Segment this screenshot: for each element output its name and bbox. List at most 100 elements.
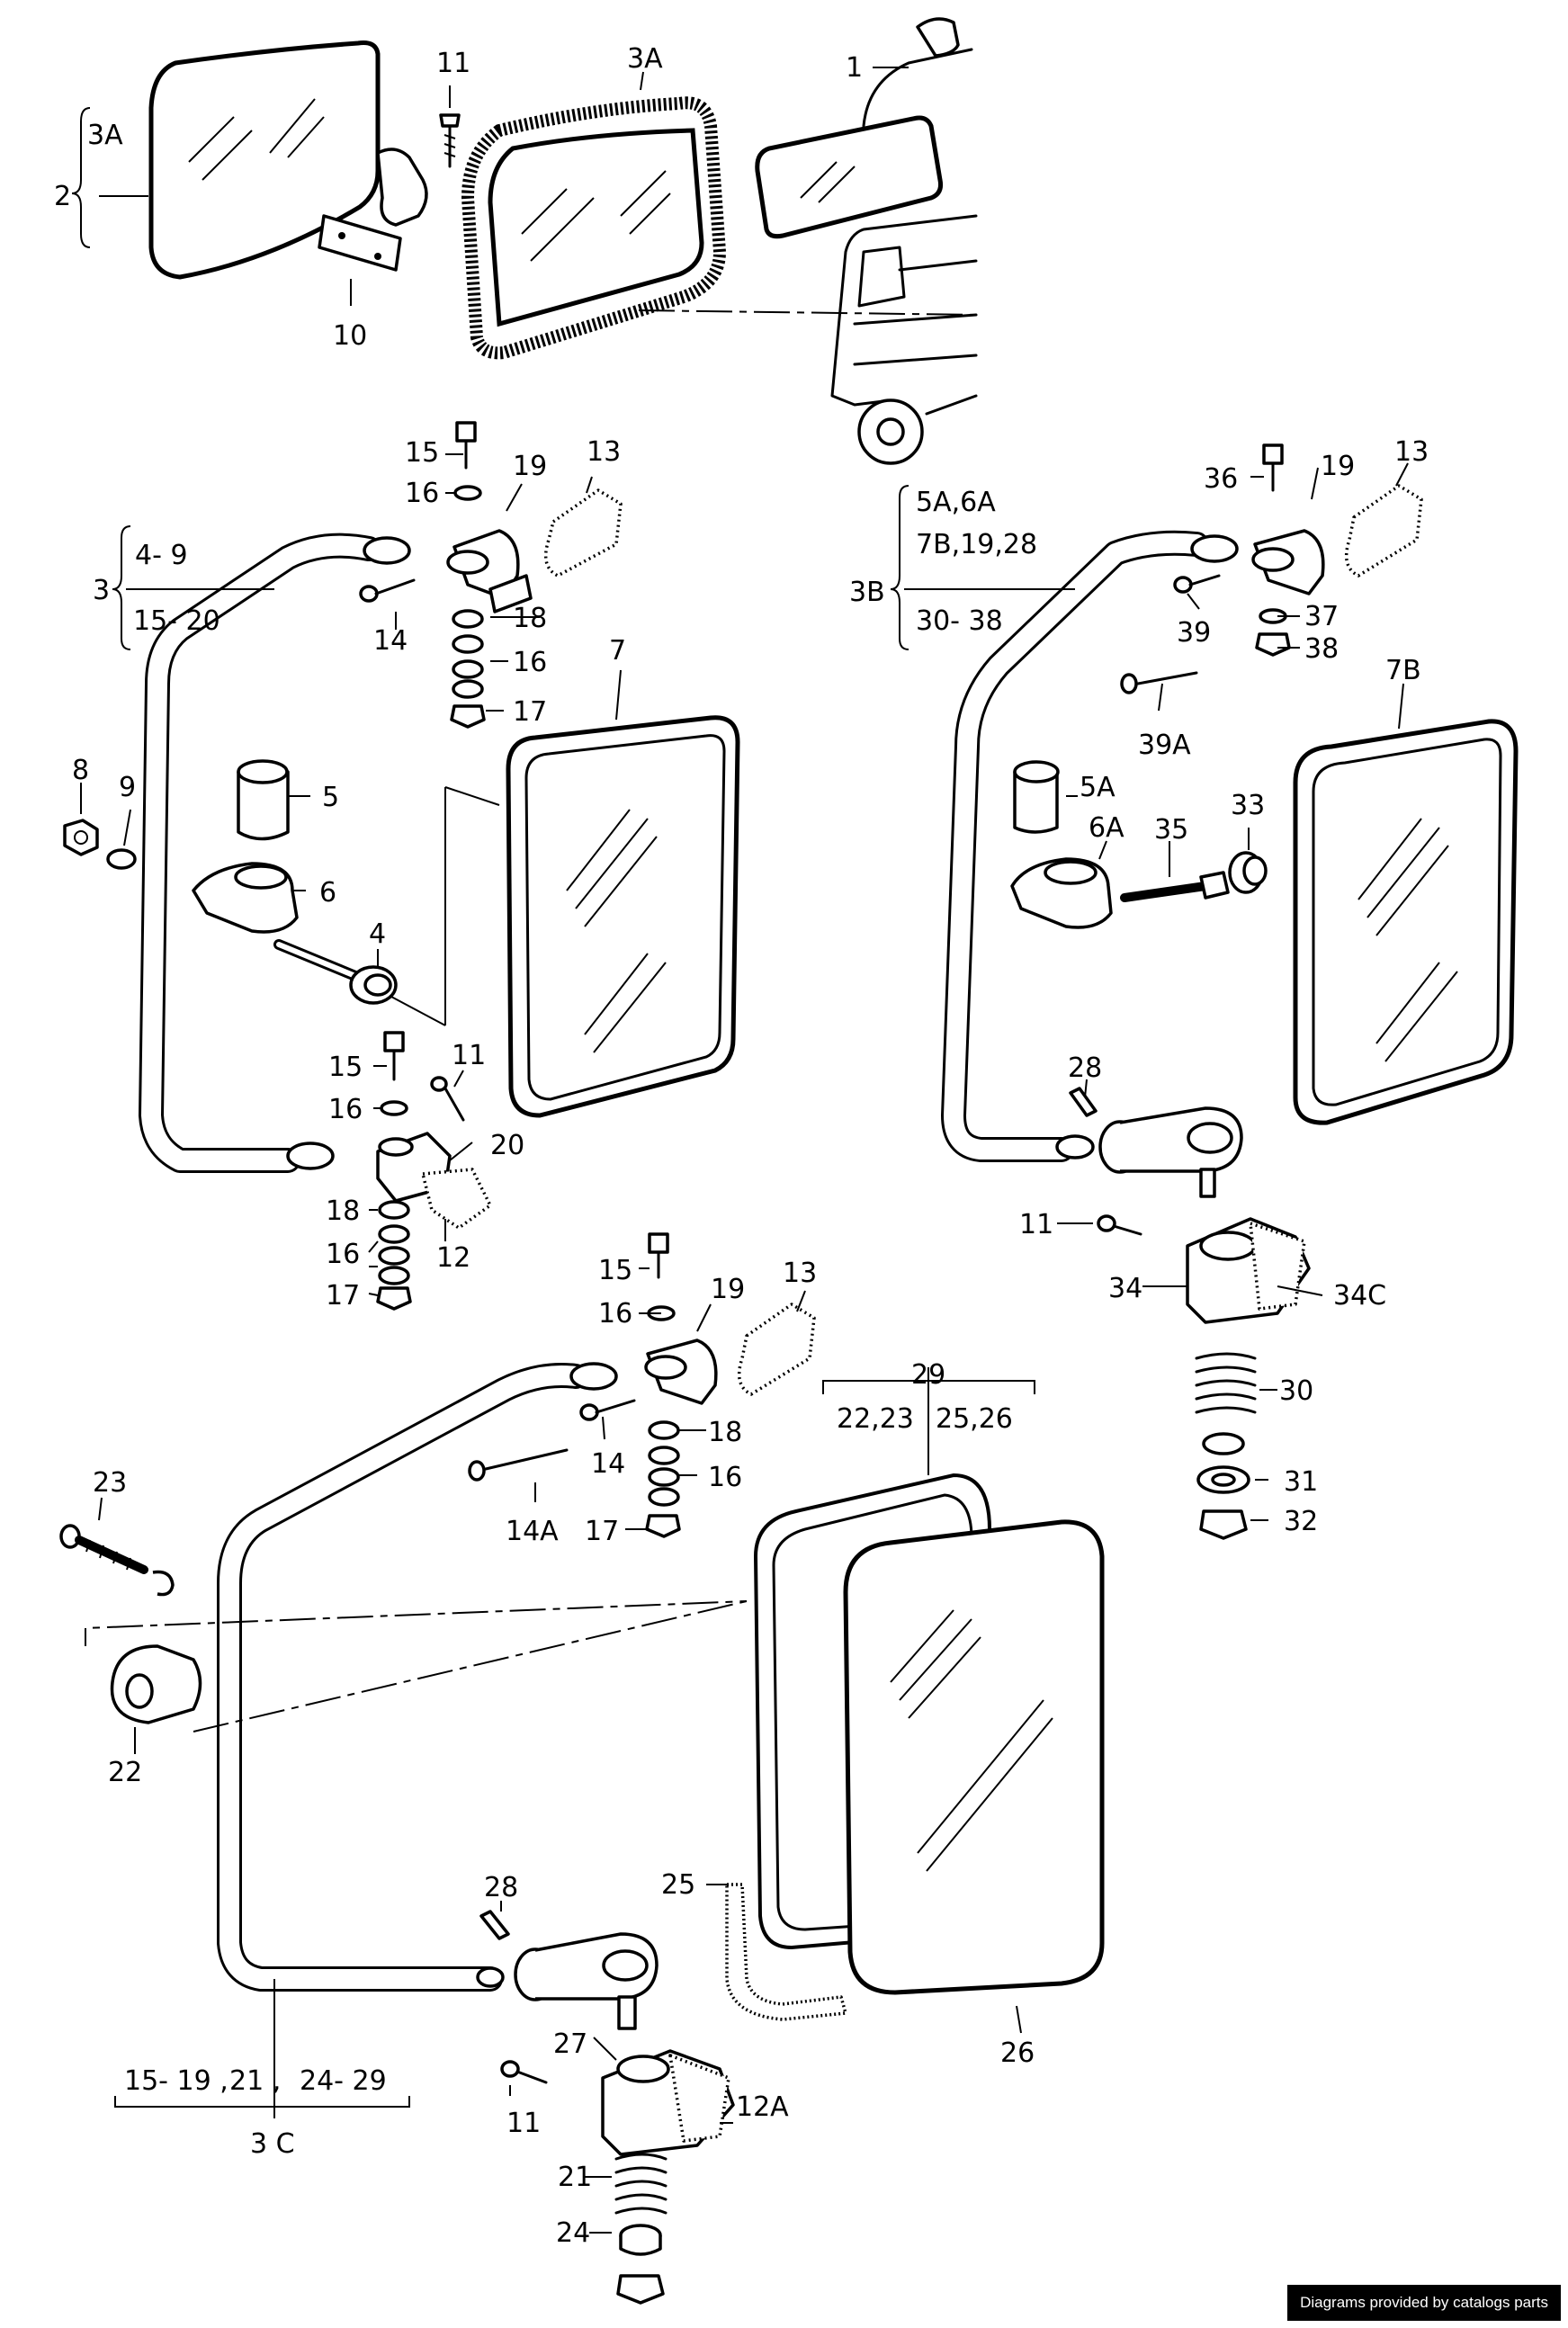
label-3b: 3B [849, 577, 885, 608]
label-29: 29 [911, 1359, 945, 1391]
screw-11-right [1097, 1214, 1142, 1236]
stack-left-lower [376, 1200, 412, 1311]
mirror-arm-3b [941, 530, 1239, 1162]
label-27: 27 [553, 2028, 587, 2060]
screw-11-bottom [500, 2060, 548, 2084]
spring-21 [614, 2153, 668, 2215]
label-19: 19 [711, 1274, 745, 1305]
bolt-15-lower-left [383, 1031, 405, 1081]
label-21: 21 [558, 2162, 592, 2193]
label-14: 14 [373, 625, 408, 657]
label-22-23: 22,23 [837, 1403, 914, 1435]
plate-13-left [543, 488, 623, 578]
mirror-glass-2 [148, 40, 428, 280]
label-11: 11 [1019, 1209, 1053, 1240]
bolt-15-bottom [648, 1232, 669, 1279]
label-12a: 12A [736, 2091, 789, 2123]
label-37: 37 [1304, 601, 1339, 632]
screw-11-top [439, 113, 461, 168]
mirror-seal-3a [461, 96, 727, 360]
label-11: 11 [506, 2108, 541, 2139]
label-23: 23 [93, 1467, 127, 1499]
label-25: 25 [661, 1869, 695, 1901]
label-15: 15 [405, 437, 439, 469]
bushing-5a [1013, 760, 1060, 834]
label-21: 21 , [229, 2065, 281, 2097]
label-19: 19 [1321, 451, 1355, 482]
stack-bottom [645, 1420, 681, 1538]
screw-14-bottom [579, 1399, 636, 1421]
label-8: 8 [72, 755, 89, 786]
mirror-arm-3 [139, 533, 411, 1173]
label-18: 18 [513, 603, 547, 634]
mirror-glass-26 [843, 1519, 1105, 1995]
label-16: 16 [598, 1298, 632, 1330]
pivot-arm-right [1098, 1106, 1243, 1198]
label-14: 14 [591, 1448, 625, 1480]
label-10: 10 [333, 320, 367, 352]
label-34: 34 [1108, 1273, 1142, 1304]
label-15: 15 [328, 1052, 363, 1083]
label-20: 20 [490, 1130, 524, 1161]
label-35: 35 [1154, 814, 1188, 846]
pin-14a [468, 1448, 569, 1482]
hinge-19-right [1251, 529, 1325, 595]
lower-hinge-20 [376, 1132, 492, 1230]
label-24-29: 24- 29 [300, 2065, 387, 2097]
pivot-bolt-4 [273, 939, 398, 1005]
washer-9 [106, 848, 137, 870]
label-7b: 7B [1385, 655, 1421, 686]
bolt-23 [59, 1524, 175, 1597]
label-7b-19-28: 7B,19,28 [916, 529, 1037, 560]
label-6a: 6A [1089, 812, 1124, 844]
nut-38 [1255, 632, 1291, 657]
label-3a: 3A [627, 43, 663, 75]
label-11: 11 [452, 1040, 486, 1071]
label-17: 17 [326, 1280, 360, 1312]
credit-badge: Diagrams provided by catalogs parts [1287, 2285, 1561, 2321]
label-11: 11 [436, 48, 470, 79]
label-15-20: 15- 20 [133, 605, 220, 637]
seal-25 [725, 1883, 847, 2021]
label-39: 39 [1177, 617, 1211, 649]
stack-left-upper [450, 609, 486, 729]
bolt-36 [1262, 443, 1284, 492]
label-4: 4 [369, 918, 386, 950]
label-33: 33 [1231, 790, 1265, 821]
pin-39a [1120, 671, 1198, 694]
label-2: 2 [54, 181, 71, 212]
mirror-glass-7b [1293, 719, 1519, 1125]
label-24: 24 [556, 2217, 590, 2249]
interior-mirror-1 [755, 17, 973, 239]
label-32: 32 [1284, 1506, 1318, 1537]
label-3c: 3 C [250, 2128, 295, 2160]
label-6: 6 [319, 877, 336, 909]
spacer-33 [1228, 851, 1268, 894]
bushing-24 [619, 2224, 662, 2256]
label-3a: 3A [87, 120, 123, 151]
plate-13-bottom [737, 1303, 816, 1396]
base-34 [1186, 1217, 1311, 1324]
label-17: 17 [585, 1516, 619, 1547]
label-36: 36 [1204, 463, 1238, 495]
bolt-15-upper-left [455, 421, 477, 470]
clamp-6 [192, 862, 299, 934]
label-5a: 5A [1080, 772, 1116, 803]
screw-39 [1173, 574, 1221, 594]
label-26: 26 [1000, 2037, 1035, 2069]
label-16: 16 [326, 1239, 360, 1270]
label-18: 18 [326, 1195, 360, 1227]
label-3: 3 [93, 575, 110, 606]
label-38: 38 [1304, 633, 1339, 665]
pin-28-bottom [479, 1910, 510, 1940]
label-15-19: 15- 19 , [124, 2065, 228, 2097]
label-13: 13 [1394, 436, 1429, 468]
label-4-9: 4- 9 [135, 540, 188, 571]
leader-3c-clamp [85, 1600, 748, 1733]
label-1: 1 [846, 52, 863, 84]
label-7: 7 [609, 635, 626, 667]
plate-13-right [1344, 484, 1423, 578]
nut-bottom [616, 2274, 665, 2305]
label-5: 5 [322, 782, 339, 813]
